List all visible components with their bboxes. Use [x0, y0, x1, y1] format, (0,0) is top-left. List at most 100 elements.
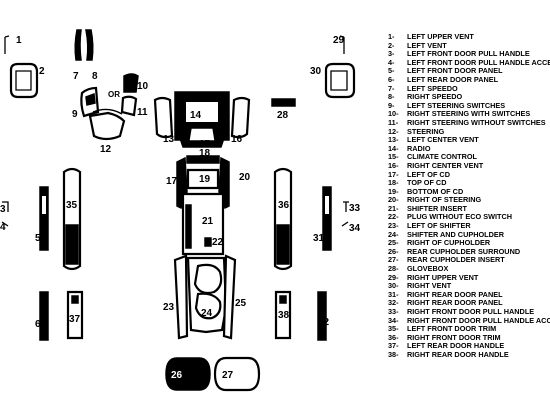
- legend-item: 30-RIGHT VENT: [388, 282, 550, 291]
- part-23-left-of-shifter: [173, 254, 189, 340]
- legend-item-number: 22-: [388, 212, 399, 222]
- legend-item-label: LEFT STEERING SWITCHES: [407, 100, 506, 110]
- legend-item: 28-GLOVEBOX: [388, 264, 550, 274]
- part-15-climate-control: [179, 140, 225, 148]
- legend-item-number: 31-: [388, 289, 399, 299]
- legend-item: 26-REAR CUPHOLDER SURROUND: [388, 247, 550, 257]
- legend-item-number: 13-: [388, 135, 399, 145]
- legend-item-label: PLUG WITHOUT ECO SWITCH: [407, 212, 512, 222]
- legend-item-number: 2-: [388, 40, 395, 50]
- legend-item: 33-RIGHT FRONT DOOR PULL HANDLE: [388, 307, 550, 317]
- callout-13: 13: [163, 134, 175, 145]
- legend-item-label: RIGHT FRONT DOOR PULL HANDLE: [407, 307, 535, 316]
- callout-34: 34: [349, 223, 361, 234]
- callout-27: 27: [222, 370, 234, 381]
- legend-item-number: 8-: [388, 92, 395, 102]
- legend-item-number: 23-: [388, 221, 399, 231]
- legend-item-label: RADIO: [407, 143, 431, 153]
- legend-item: 29-RIGHT UPPER VENT: [388, 273, 550, 283]
- or-label: OR: [108, 90, 120, 99]
- part-30-right-vent-inner: [330, 70, 348, 91]
- callout-19: 19: [199, 174, 211, 185]
- callout-10: 10: [137, 81, 149, 92]
- part-24-cup-b: [194, 292, 222, 320]
- legend-item-label: BOTTOM OF CD: [407, 186, 464, 196]
- legend-item-number: 19-: [388, 186, 399, 196]
- legend-item: 16-RIGHT CENTER VENT: [388, 160, 550, 171]
- part-3-left-front-door-pull-handle: [2, 201, 9, 212]
- part-13-left-center-vent: [153, 96, 174, 139]
- legend-item-label: TOP OF CD: [407, 178, 447, 188]
- legend-item: 5-LEFT FRONT DOOR PANEL: [388, 67, 550, 76]
- part-6-left-rear-door-panel: [39, 291, 49, 341]
- legend-item-label: STEERING: [407, 126, 445, 136]
- legend-item-number: 37-: [388, 341, 399, 351]
- legend-item-number: 20-: [388, 195, 399, 205]
- legend-item-number: 30-: [388, 281, 399, 291]
- legend-item-label: LEFT FRONT DOOR TRIM: [407, 324, 497, 334]
- legend-item-number: 35-: [388, 324, 399, 334]
- legend-item-label: RIGHT FRONT DOOR PULL HANDLE ACCENT: [407, 315, 550, 325]
- legend-item-label: RIGHT FRONT DOOR TRIM: [407, 332, 501, 342]
- legend-item-label: SHIFTER INSERT: [407, 203, 467, 213]
- callout-6: 6: [35, 319, 41, 330]
- legend-item-label: LEFT OF SHIFTER: [407, 221, 471, 231]
- part-35-inner: [65, 224, 79, 265]
- legend-item-number: 25-: [388, 238, 399, 248]
- callout-23: 23: [163, 302, 175, 313]
- part-2-left-vent-inner: [15, 70, 32, 91]
- part-5-inner: [42, 196, 46, 214]
- callout-32: 32: [318, 317, 330, 328]
- callout-30: 30: [310, 66, 322, 77]
- legend-item-label: LEFT REAR DOOR HANDLE: [407, 341, 505, 351]
- part-14-radio-screen: [186, 102, 218, 122]
- legend-item: 21-SHIFTER INSERT: [388, 203, 550, 214]
- legend-item: 3-LEFT FRONT DOOR PULL HANDLE: [388, 50, 550, 59]
- callout-24: 24: [201, 308, 213, 319]
- legend-item-label: RIGHT STEERING WITH SWITCHES: [407, 109, 531, 119]
- legend-item: 36- RIGHT FRONT DOOR TRIM: [388, 332, 550, 343]
- callout-17: 17: [166, 176, 178, 187]
- part-38-inner: [279, 295, 287, 304]
- legend-item: 32-RIGHT REAR DOOR PANEL: [388, 299, 550, 308]
- legend-item: 6-LEFT REAR DOOR PANEL: [388, 74, 550, 85]
- legend-item: 7- LEFT SPEEDO: [388, 83, 550, 94]
- legend-item: 19- BOTTOM OF CD: [388, 186, 550, 197]
- part-8-right-speedo: [85, 29, 94, 61]
- legend-item: 27-REAR CUPHOLDER INSERT: [388, 256, 550, 265]
- legend-item-number: 7-: [388, 83, 395, 93]
- legend-item-label: RIGHT OF STEERING: [407, 195, 482, 205]
- callout-38: 38: [278, 310, 290, 321]
- part-29-right-upper-vent: [339, 35, 345, 54]
- legend-item-number: 6-: [388, 74, 395, 84]
- legend-item-label: RIGHT OF CUPHOLDER: [407, 238, 491, 248]
- legend-item: 4-LEFT FRONT DOOR PULL HANDLE ACCENT: [388, 58, 550, 68]
- legend-item-label: REAR CUPHOLDER INSERT: [407, 255, 505, 265]
- part-16-right-center-vent: [230, 96, 251, 139]
- callout-18: 18: [199, 148, 211, 159]
- legend-item-label: CLIMATE CONTROL: [407, 152, 477, 162]
- callout-8: 8: [92, 71, 98, 82]
- legend-item-number: 36-: [388, 332, 399, 342]
- legend-item-number: 34-: [388, 315, 399, 325]
- legend-item-label: RIGHT CENTER VENT: [407, 160, 484, 170]
- callout-11: 11: [137, 107, 148, 118]
- part-37-inner: [71, 295, 79, 304]
- legend-item-label: RIGHT REAR DOOR PANEL: [407, 289, 503, 299]
- part-32-right-rear-door-panel: [317, 291, 327, 341]
- legend-item-label: LEFT OF CD: [407, 169, 450, 179]
- part-21-shifter-insert: [181, 192, 225, 256]
- part-25-right-of-cupholder: [222, 254, 237, 340]
- callout-9: 9: [72, 109, 78, 120]
- part-9-inner: [85, 92, 96, 106]
- legend-item: 37- LEFT REAR DOOR HANDLE: [388, 342, 550, 351]
- part-26-rear-cupholder-surround: [165, 357, 211, 391]
- legend-item-label: LEFT SPEEDO: [407, 83, 458, 93]
- legend-item: 22- PLUG WITHOUT ECO SWITCH: [388, 213, 550, 222]
- legend-item: 14-RADIO: [388, 143, 550, 154]
- legend-item: 13-LEFT CENTER VENT: [388, 136, 550, 145]
- callout-22: 22: [212, 237, 224, 248]
- callout-35: 35: [66, 200, 78, 211]
- legend-item-label: LEFT FRONT DOOR PULL HANDLE: [407, 49, 530, 59]
